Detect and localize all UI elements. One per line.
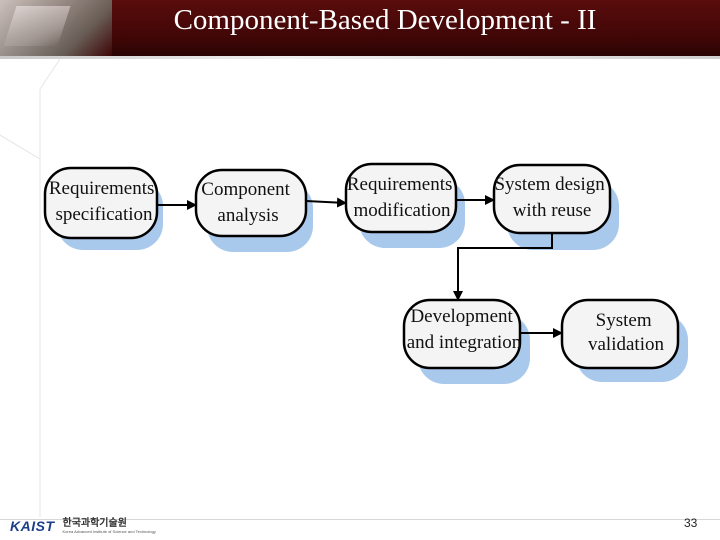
institute-english: Korea Advanced Institute of Science and … [62,528,156,534]
slide-title: Component-Based Development - II [173,4,597,36]
node-label-line: modification [353,200,451,221]
svg-text:Requirements modificatio: Requirements modification [347,174,457,221]
title-underline [0,56,720,59]
kaist-logo: KAIST [10,518,55,534]
footer-logo: KAIST 한국과학기술원 Korea Advanced Institute o… [10,517,156,535]
svg-text:Requirements specificati: Requirements specification [49,178,159,225]
node-development-and-integration: Development and integration [402,298,530,384]
node-system-design-with-reuse: System design with reuse [492,163,619,250]
node-component-analysis: Component analysis [194,168,313,252]
page-number: 33 [684,516,698,530]
node-label-line: Development [410,306,513,327]
edge-arrow [453,233,553,301]
node-label-line: with reuse [513,200,592,221]
node-label-line: specification [55,204,153,225]
node-label-line: Requirements [49,178,155,199]
node-label-line: Requirements [347,174,453,195]
svg-text:Component analysis: Component analysis [201,179,294,226]
node-label-line: Component [201,179,290,200]
node-label-line: System design [494,174,605,195]
node-label-line: System [596,310,652,331]
node-requirements-specification: Requirements specification [43,166,163,250]
header-photo [0,0,112,56]
node-box [43,166,159,240]
node-label-line: and integration [407,332,522,353]
institute-name: 한국과학기술원 Korea Advanced Institute of Scie… [62,517,156,534]
svg-text:System validation: System validation [588,310,664,355]
node-label-line: analysis [217,205,278,226]
svg-text:Development and integrat: Development and integration [407,306,522,353]
svg-text:System design with reuse: System design with reuse [494,174,609,221]
node-requirements-modification: Requirements modification [344,162,465,248]
title-bar: Component-Based Development - II [0,0,720,56]
footer-rule [0,519,720,520]
side-decoration [0,59,60,517]
edge-arrow [305,197,347,208]
node-label-line: validation [588,334,664,355]
node-system-validation: System validation [560,298,688,382]
institute-korean: 한국과학기술원 [62,517,127,529]
